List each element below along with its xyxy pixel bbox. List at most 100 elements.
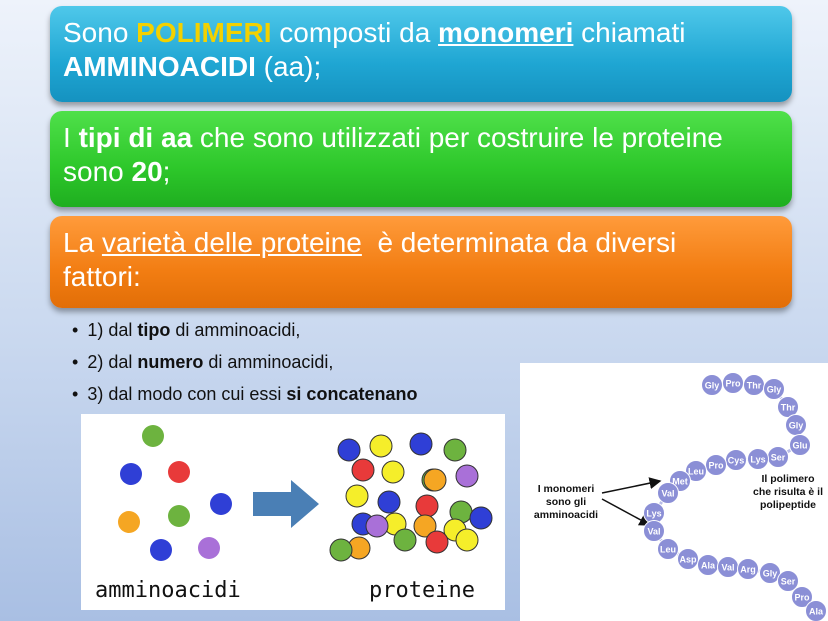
- amino-acid-ball: [120, 463, 142, 485]
- polimero-label: Il polimero che risulta è il polipeptide: [752, 473, 824, 511]
- residue-label: Glu: [793, 441, 808, 451]
- residue-bead: [737, 558, 759, 580]
- residue-label: Lys: [750, 455, 765, 465]
- residue-label: Pro: [708, 461, 724, 471]
- residue-label: Cys: [728, 456, 745, 466]
- list-item: 3) dal modo con cui essi si concatenano: [72, 378, 417, 410]
- amino-acid-ball: [198, 537, 220, 559]
- residue-label: Leu: [660, 545, 676, 555]
- bullet-text: 1) dal: [87, 320, 138, 340]
- polimeri-word: POLIMERI: [136, 17, 272, 48]
- box2-text-6: ;: [162, 156, 171, 187]
- residue-label: Lys: [646, 509, 661, 519]
- residue-label: Pro: [725, 379, 741, 389]
- residue-label: Arg: [740, 565, 756, 575]
- residue-label: Thr: [781, 403, 796, 413]
- residue-label: Pro: [794, 593, 810, 603]
- protein-amino-ball: [329, 538, 353, 562]
- arrow-icon: [601, 498, 652, 526]
- residue-label: Ala: [701, 561, 716, 571]
- amino-to-protein-image: amminoacidi proteine: [81, 414, 505, 610]
- box2-text-1: I: [63, 122, 79, 153]
- residue-label: Val: [661, 489, 674, 499]
- protein-amino-ball: [469, 506, 493, 530]
- residue-bead: [677, 548, 699, 570]
- list-item: 2) dal numero di amminoacidi,: [72, 346, 417, 378]
- residue-bead: [685, 460, 707, 482]
- protein-amino-ball: [425, 530, 449, 554]
- residue-label: Gly: [705, 381, 720, 391]
- residue-label: Leu: [688, 467, 704, 477]
- residue-bead: [657, 538, 679, 560]
- protein-amino-ball: [351, 458, 375, 482]
- box1-text-3: composti da: [271, 17, 439, 48]
- residue-label: Asp: [679, 555, 697, 565]
- residue-label: Ser: [771, 453, 786, 463]
- bullet-text: di amminoacidi,: [203, 352, 334, 372]
- residue-bead: [805, 600, 827, 621]
- box1-text-5: chiamati: [573, 17, 686, 48]
- residue-label: Gly: [763, 569, 778, 579]
- tipi-word: tipi di aa: [78, 122, 193, 153]
- bullet-bold: numero: [137, 352, 204, 372]
- protein-amino-ball: [415, 494, 439, 518]
- residue-label: Ala: [809, 607, 824, 617]
- bullet-text: di amminoacidi,: [170, 320, 301, 340]
- amino-acid-ball: [150, 539, 172, 561]
- box3-text-1: La: [63, 227, 102, 258]
- residue-label: Val: [647, 527, 660, 537]
- bullet-text: 3) dal modo con cui essi: [87, 384, 287, 404]
- monomeri-word: monomeri: [438, 17, 574, 48]
- residue-label: Met: [672, 477, 688, 487]
- amino-acid-ball: [142, 425, 164, 447]
- protein-amino-ball: [443, 438, 467, 462]
- monomeri-label: I monomeri sono gli amminoacidi: [533, 483, 599, 521]
- protein-amino-ball: [369, 434, 393, 458]
- amminoacidi-word: AMMINOACIDI: [63, 51, 256, 82]
- arrow-icon: [253, 480, 319, 528]
- residue-bead: [777, 570, 799, 592]
- arrow-icon: [601, 477, 662, 494]
- bullet-bold: si concatenano: [286, 384, 418, 404]
- residue-bead: [657, 482, 679, 504]
- box3-text-4: fattori:: [63, 261, 141, 292]
- box1-text-1: Sono: [63, 17, 137, 48]
- residue-bead: [705, 454, 727, 476]
- residue-label: Gly: [767, 385, 782, 395]
- residue-label: Gly: [789, 421, 804, 431]
- residue-label: Val: [721, 563, 734, 573]
- factors-list: 1) dal tipo di amminoacidi, 2) dal numer…: [72, 314, 417, 410]
- box2-text-4: sono: [63, 156, 132, 187]
- polymers-box: Sono POLIMERI composti da monomeri chiam…: [50, 6, 792, 102]
- types-box: I tipi di aa che sono utilizzati per cos…: [50, 111, 792, 207]
- protein-amino-ball: [409, 432, 433, 456]
- protein-amino-ball: [365, 514, 389, 538]
- residue-bead: [763, 378, 785, 400]
- proteine-caption: proteine: [369, 578, 475, 603]
- protein-amino-ball: [413, 514, 437, 538]
- amino-acid-ball: [118, 511, 140, 533]
- protein-amino-ball: [377, 490, 401, 514]
- protein-amino-ball: [423, 468, 447, 492]
- bullet-bold: tipo: [137, 320, 171, 340]
- bullet-text: 2) dal: [87, 352, 138, 372]
- protein-amino-ball: [455, 464, 479, 488]
- protein-amino-ball: [381, 460, 405, 484]
- protein-amino-ball: [345, 484, 369, 508]
- amino-acid-ball: [168, 461, 190, 483]
- box1-text-7: (aa);: [255, 51, 322, 82]
- protein-amino-ball: [393, 528, 417, 552]
- residue-bead: [747, 448, 769, 470]
- twenty-number: 20: [131, 156, 163, 187]
- box2-text-3: che sono utilizzati per costruire le pro…: [192, 122, 723, 153]
- amino-protein-drawing: [118, 425, 493, 562]
- amminoacidi-caption: amminoacidi: [95, 578, 241, 603]
- varieta-words: varietà delle proteine: [101, 227, 362, 258]
- variety-box: La varietà delle proteine è determinata …: [50, 216, 792, 308]
- residue-bead: [643, 520, 665, 542]
- protein-amino-ball: [337, 438, 361, 462]
- list-item: 1) dal tipo di amminoacidi,: [72, 314, 417, 346]
- residue-bead: [791, 586, 813, 608]
